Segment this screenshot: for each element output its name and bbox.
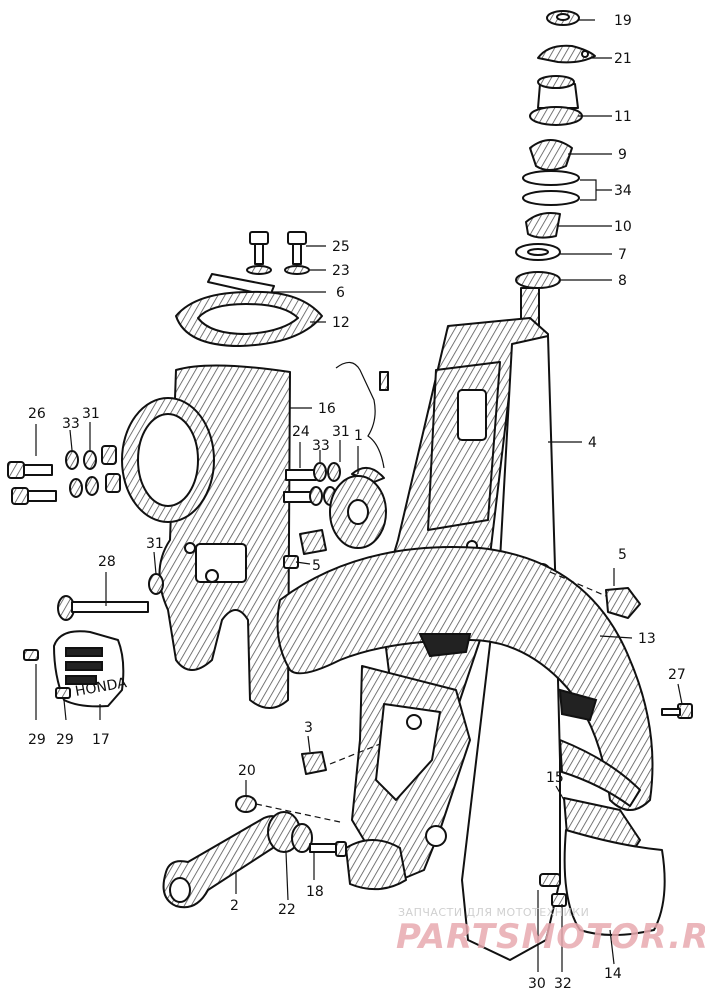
label-24: 24 xyxy=(292,424,310,440)
label-13: 13 xyxy=(638,631,656,647)
label-16: 16 xyxy=(318,401,336,417)
label-26: 26 xyxy=(28,406,46,422)
speedometer-drive xyxy=(283,361,389,569)
watermark-line2: PARTSMOTOR.RU xyxy=(396,917,705,957)
label-11: 11 xyxy=(614,109,632,125)
label-22: 22 xyxy=(278,902,296,918)
label-31b: 31 xyxy=(332,424,350,440)
label-25: 25 xyxy=(332,239,350,255)
part-number-labels: 19 21 11 9 34 10 7 8 25 23 6 12 16 4 26 … xyxy=(28,13,686,992)
id-plate: HONDA xyxy=(23,630,128,708)
label-21: 21 xyxy=(614,51,632,67)
label-10: 10 xyxy=(614,219,632,235)
label-30: 30 xyxy=(528,976,546,992)
headlight-housing xyxy=(121,364,291,709)
label-31a: 31 xyxy=(82,406,100,422)
label-23: 23 xyxy=(332,263,350,279)
label-12: 12 xyxy=(332,315,350,331)
label-29a: 29 xyxy=(28,732,46,748)
label-32: 32 xyxy=(554,976,572,992)
label-4: 4 xyxy=(588,435,597,451)
steering-stem-stack xyxy=(515,10,596,331)
label-2: 2 xyxy=(230,898,239,914)
label-20: 20 xyxy=(238,763,256,779)
label-17: 17 xyxy=(92,732,110,748)
label-19: 19 xyxy=(614,13,632,29)
long-bolt xyxy=(57,573,164,621)
label-34: 34 xyxy=(614,183,632,199)
label-8: 8 xyxy=(618,273,627,289)
label-6: 6 xyxy=(336,285,345,301)
label-28: 28 xyxy=(98,554,116,570)
label-31c: 31 xyxy=(146,536,164,552)
watermark: ЗАПЧАСТИ ДЛЯ МОТОТЕХНИКИ PARTSMOTOR.RU xyxy=(396,906,705,957)
label-29b: 29 xyxy=(56,732,74,748)
right-small-parts xyxy=(539,703,693,936)
label-5a: 5 xyxy=(312,558,321,574)
left-bolts xyxy=(7,445,121,505)
handlebar-clamp-group xyxy=(175,231,323,347)
label-3: 3 xyxy=(304,720,313,736)
label-9: 9 xyxy=(618,147,627,163)
label-33b: 33 xyxy=(312,438,330,454)
label-1: 1 xyxy=(354,428,363,444)
label-15: 15 xyxy=(546,770,564,786)
watermark-line1: ЗАПЧАСТИ ДЛЯ МОТОТЕХНИКИ xyxy=(398,906,589,919)
lower-left-parts xyxy=(162,751,347,909)
label-27: 27 xyxy=(668,667,686,683)
leader-lines xyxy=(35,19,683,972)
front-fender xyxy=(276,546,654,811)
label-7: 7 xyxy=(618,247,627,263)
label-33a: 33 xyxy=(62,416,80,432)
label-14: 14 xyxy=(604,966,622,982)
right-cap-bolt xyxy=(605,587,641,619)
label-18: 18 xyxy=(306,884,324,900)
lower-link-arm xyxy=(345,665,471,891)
label-5b: 5 xyxy=(618,547,627,563)
